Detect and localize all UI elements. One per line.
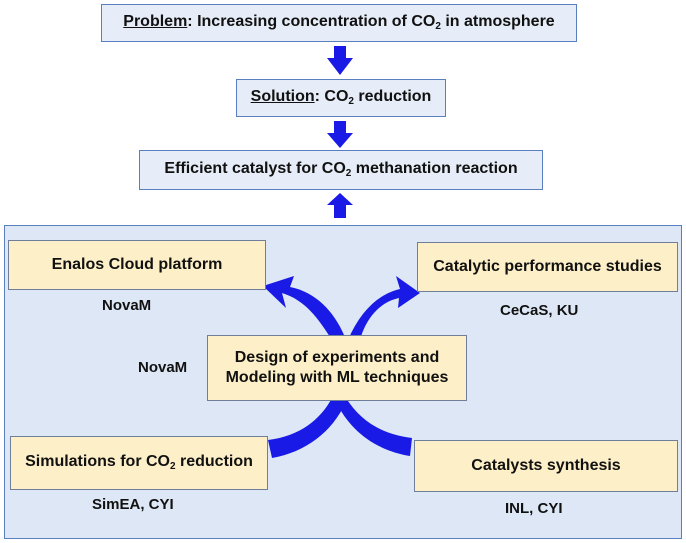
simulations-text: Simulations for CO [25,453,170,471]
curved-arrow-from-synthesis [336,398,412,456]
enalos-cloud-box: Enalos Cloud platform [8,240,266,290]
solution-label: Solution [250,88,315,106]
solution-box: Solution: CO2 reduction [236,79,446,117]
simulations-box: Simulations for CO2 reduction [10,436,268,490]
curved-arrow-to-catalytic [348,276,420,340]
partner-simulations: SimEA, CYI [92,496,174,513]
catalytic-performance-label: Catalytic performance studies [433,258,662,275]
enalos-cloud-label: Enalos Cloud platform [51,256,223,273]
catalytic-performance-box: Catalytic performance studies [417,242,678,292]
problem-subscript: 2 [435,21,441,33]
solution-subscript: 2 [348,96,354,108]
partner-synthesis: INL, CYI [505,500,563,517]
problem-text: : Increasing concentration of CO [187,13,436,31]
problem-box: Problem: Increasing concentration of CO2… [101,4,577,42]
simulations-subscript: 2 [170,461,176,473]
catalysts-synthesis-box: Catalysts synthesis [414,440,678,492]
catalysts-synthesis-label: Catalysts synthesis [471,457,621,474]
up-arrow-to-catalyst [327,193,353,218]
design-line2: Modeling with ML techniques [225,369,449,386]
problem-tail: in atmosphere [440,13,555,31]
solution-tail: reduction [353,88,432,106]
curved-arrow-to-enalos [263,276,344,340]
down-arrow-solution-to-catalyst [327,121,353,148]
simulations-tail: reduction [175,453,253,471]
catalyst-subscript: 2 [345,168,352,180]
partner-catalytic: CeCaS, KU [500,302,579,319]
catalyst-tail: methanation reaction [351,160,518,178]
catalyst-text: Efficient catalyst for CO [164,160,346,178]
arrow-group [263,46,420,458]
catalyst-goal-box: Efficient catalyst for CO2 methanation r… [139,150,543,190]
down-arrow-problem-to-solution [327,46,353,75]
solution-text: : CO [314,88,349,106]
design-line1: Design of experiments and [234,349,440,366]
problem-label: Problem [123,13,188,31]
partner-design: NovaM [138,359,188,376]
design-modeling-box: Design of experiments and Modeling with … [207,335,467,401]
curved-arrow-from-simulations [268,398,346,458]
partner-enalos: NovaM [102,297,152,314]
